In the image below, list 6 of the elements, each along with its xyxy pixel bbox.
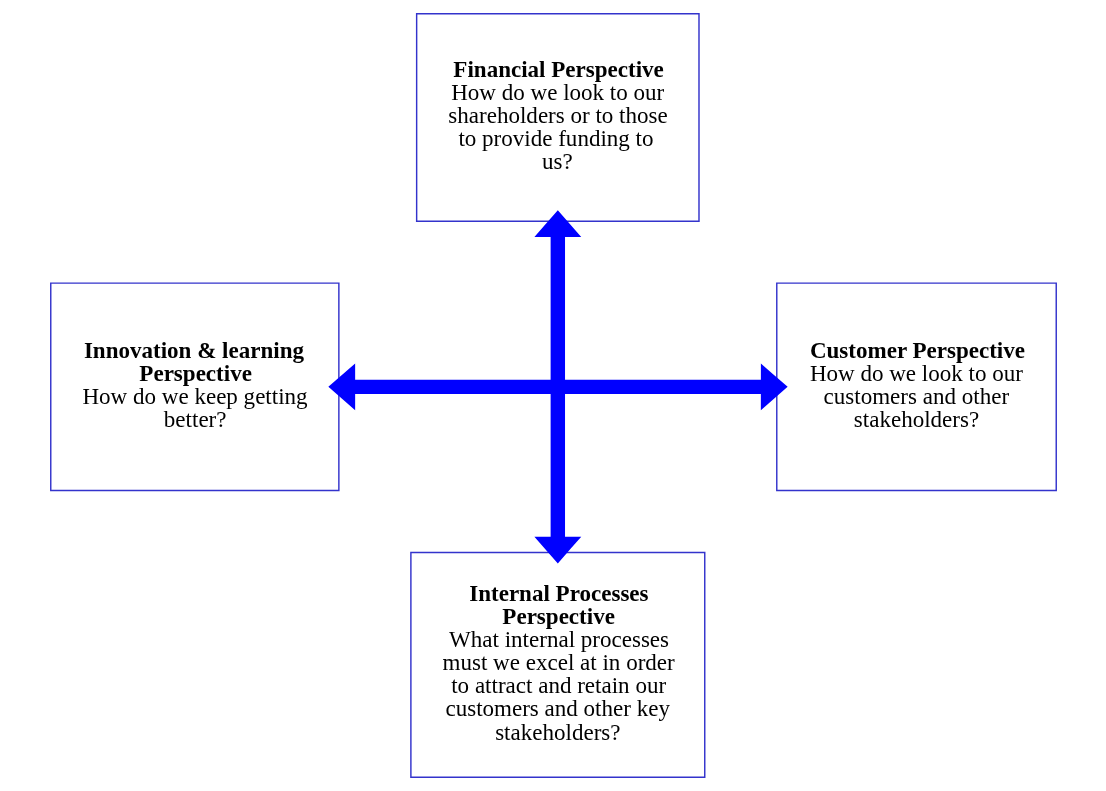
node-box: Innovation & learning Perspective How do we keep getting better? [49,282,340,492]
node-box: Internal Processes Perspective What internal processes must we excel at in order to attract and retain our customers and other key stakeholders? [409,551,705,778]
node-box: Customer Perspective How do we look to our customers and other stakeholders? [775,282,1057,492]
arrow [533,210,581,564]
arrow [327,363,788,411]
node-box: Financial Perspective How do we look to our shareholders or to those to provide funding to us? [415,13,700,222]
